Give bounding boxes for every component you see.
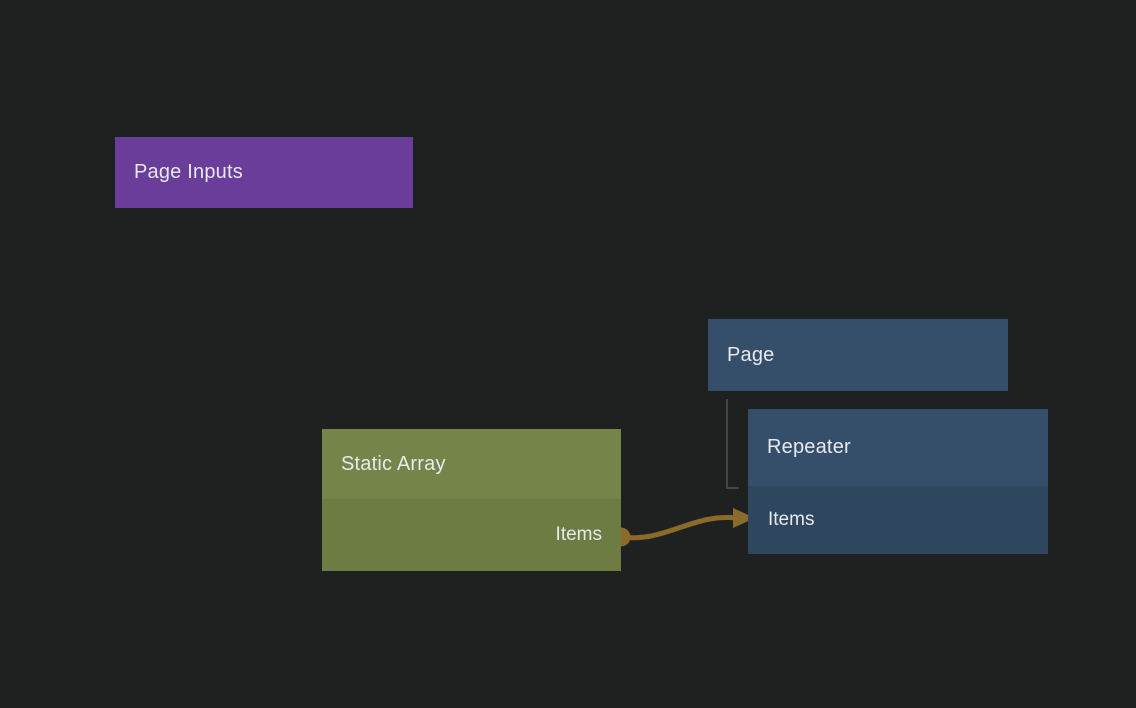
- node-static-array[interactable]: Static Array Items: [322, 429, 621, 571]
- node-header: Static Array: [322, 429, 621, 499]
- node-repeater[interactable]: Repeater Items: [748, 409, 1048, 554]
- node-title: Repeater: [767, 436, 851, 458]
- node-header: Page: [708, 319, 1008, 391]
- output-port-row-items[interactable]: Items: [322, 499, 621, 571]
- input-port-row-items[interactable]: Items: [748, 486, 1048, 554]
- node-header: Repeater: [748, 409, 1048, 486]
- hierarchy-edge-page-to-repeater[interactable]: [726, 399, 739, 489]
- node-title: Static Array: [341, 452, 446, 475]
- input-port-label: Items: [768, 509, 815, 530]
- node-header: Page Inputs: [115, 137, 413, 208]
- data-edge-items-to-items[interactable]: [619, 514, 739, 541]
- output-port-label: Items: [555, 524, 602, 545]
- node-page[interactable]: Page: [708, 319, 1008, 391]
- node-page-inputs[interactable]: Page Inputs: [115, 137, 413, 208]
- node-title: Page Inputs: [134, 161, 243, 183]
- node-title: Page: [727, 343, 775, 366]
